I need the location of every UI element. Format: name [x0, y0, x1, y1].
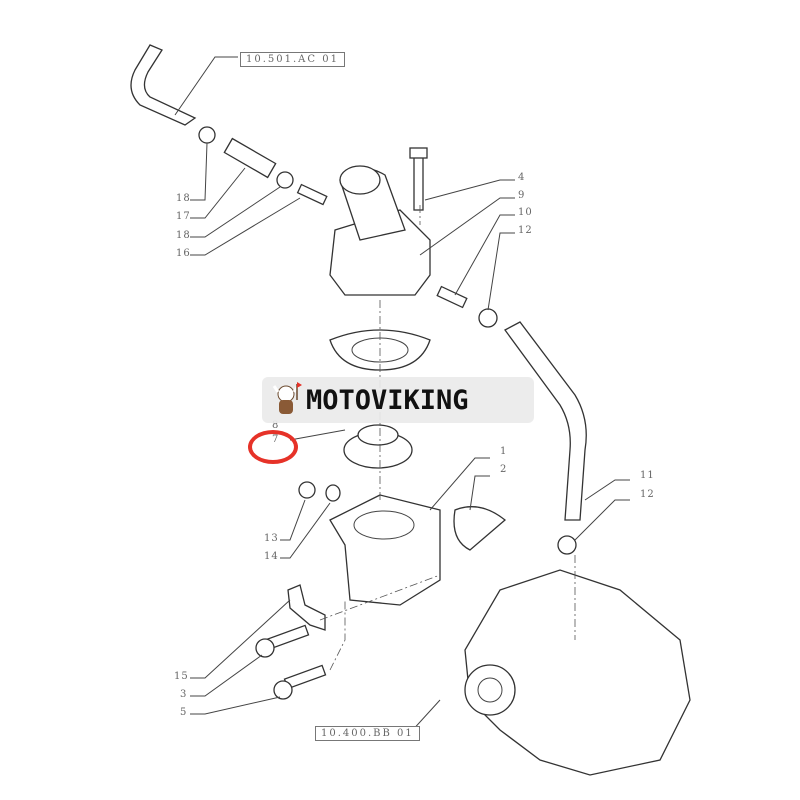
- reference-box-upper[interactable]: 10.501.AC 01: [240, 52, 345, 67]
- callout-2: 2: [500, 464, 508, 475]
- callout-16: 16: [176, 248, 191, 259]
- callout-10: 10: [518, 207, 533, 218]
- thermostat-housing-1: [329, 494, 441, 606]
- watermark-text: MOTOVIKING: [306, 384, 469, 416]
- watermark-banner: MOTOVIKING: [262, 377, 534, 423]
- callout-3: 3: [180, 689, 188, 700]
- reference-box-lower[interactable]: 10.400.BB 01: [315, 726, 420, 741]
- hose-clamp-18a: [198, 126, 216, 144]
- callout-18b: 18: [176, 230, 191, 241]
- callout-8: 8: [272, 420, 280, 431]
- fitting-16: [296, 183, 328, 206]
- bracket-15: [287, 584, 326, 631]
- callout-9: 9: [518, 190, 526, 201]
- upper-hose-pipe: [130, 44, 197, 126]
- fitting-10: [436, 285, 468, 309]
- plug-13: [298, 481, 316, 499]
- callout-15: 15: [174, 671, 189, 682]
- callout-18a: 18: [176, 193, 191, 204]
- callout-17: 17: [176, 211, 191, 222]
- hose-clamp-18b: [276, 171, 294, 189]
- callout-1: 1: [500, 446, 508, 457]
- callout-12b: 12: [640, 489, 655, 500]
- hose-clamp-12b: [557, 535, 577, 555]
- callout-14: 14: [264, 551, 279, 562]
- washer-14: [325, 484, 341, 502]
- callout-11: 11: [640, 470, 655, 481]
- callout-12a: 12: [518, 225, 533, 236]
- hose-clamp-12a: [478, 308, 498, 328]
- bolt-4: [413, 154, 424, 211]
- callout-13: 13: [264, 533, 279, 544]
- callout-5: 5: [180, 707, 188, 718]
- hose-17: [223, 137, 277, 179]
- hose-11: [504, 321, 587, 521]
- viking-mascot-icon: [272, 382, 302, 414]
- thermostat-cover-housing: [329, 209, 431, 296]
- callout-4: 4: [518, 172, 526, 183]
- gasket-2: [453, 506, 507, 551]
- highlight-circle: [248, 430, 298, 464]
